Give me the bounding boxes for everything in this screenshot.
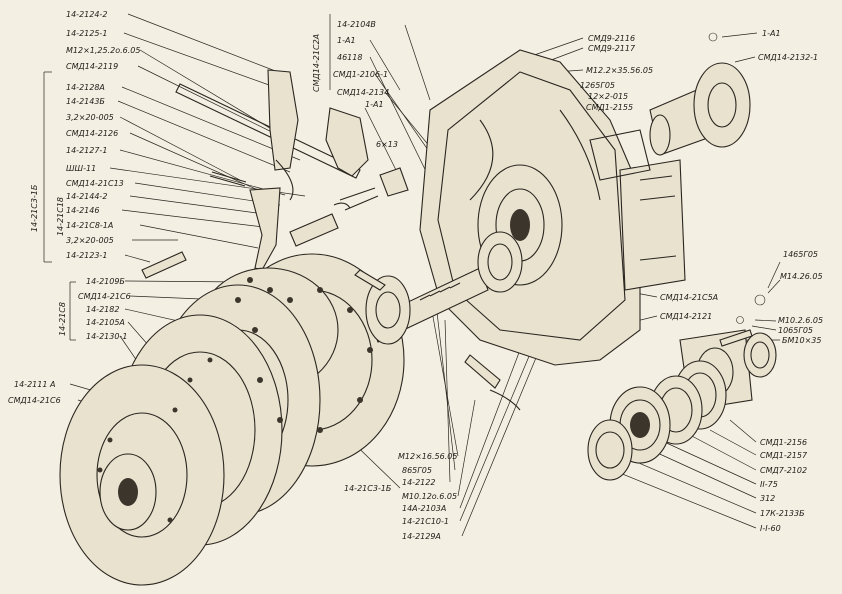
- part-label: М12.2×35.56.05: [586, 66, 654, 75]
- part-label: ШШ-11: [66, 164, 97, 173]
- part-label: 14-2109Б: [86, 277, 125, 286]
- part-label: 312: [760, 494, 776, 503]
- bearing-seal-stack: [587, 294, 777, 481]
- part-label: 14-21С8-1А: [66, 221, 114, 230]
- part-label: СМД9-2117: [588, 44, 636, 53]
- part-label: СМД1-2155: [586, 103, 634, 112]
- part-label: СМД14-21С6: [78, 292, 131, 301]
- part-label: II-75: [760, 480, 778, 489]
- part-label: 3,2×20-005: [66, 113, 114, 122]
- part-label: 1-А1: [762, 29, 781, 38]
- part-label: М12×1,25.2о.6.05: [66, 46, 141, 55]
- clutch-discs: [59, 253, 405, 586]
- part-label: 1265Г05: [580, 81, 615, 90]
- bottom-leader-lines: [339, 299, 561, 537]
- part-label: 865Г05: [402, 466, 432, 475]
- part-label: 3,2×20-005: [66, 236, 114, 245]
- group-label: 14-21С8: [58, 302, 67, 336]
- input-shaft: [365, 231, 523, 345]
- part-label: 14-2125-1: [66, 29, 108, 38]
- part-label: СМД14-21С13: [66, 179, 124, 188]
- part-label: 14-21С10-1: [402, 517, 449, 526]
- part-label: 14-2146: [66, 206, 100, 215]
- part-label: 14-2111 А: [14, 380, 56, 389]
- part-label: М10.2.6.05: [778, 316, 824, 325]
- part-label: М10.12о.6.05: [402, 492, 458, 501]
- part-label: 14-2143Б: [66, 97, 105, 106]
- part-label: 14-2129А: [402, 532, 441, 541]
- part-label: 14-2130-1: [86, 332, 128, 341]
- part-label: 14-21С3-1Б: [344, 484, 392, 493]
- part-label: М12×16.56.05: [398, 452, 458, 461]
- part-label: 1465Г05: [783, 250, 818, 259]
- part-label: 17К-2133Б: [760, 509, 805, 518]
- part-label: СМД14-21С5А: [660, 293, 719, 302]
- part-label: СМД1-2106-1: [333, 70, 389, 79]
- part-label: 14-2127-1: [66, 146, 108, 155]
- part-label: 14-2144-2: [66, 192, 108, 201]
- part-label: СМД1-2156: [760, 438, 808, 447]
- part-label: 1-А1: [365, 100, 384, 109]
- part-label: СМД14-2126: [66, 129, 119, 138]
- part-label: БМ10×35: [782, 336, 822, 345]
- part-label: СМД14-2132-1: [758, 53, 819, 62]
- part-label: 46118: [337, 53, 363, 62]
- part-label: 14А-2103А: [402, 504, 447, 513]
- part-label: 14-2104В: [337, 20, 376, 29]
- part-label: 14-2128А: [66, 83, 105, 92]
- part-label: 14-2124-2: [66, 10, 108, 19]
- rear-housing: [589, 62, 751, 291]
- group-label: 14-21С3-1Б: [30, 184, 39, 232]
- part-label: СМД14-2121: [660, 312, 713, 321]
- shift-forks: [141, 69, 409, 279]
- part-label: 12×2-015: [588, 92, 629, 101]
- part-label: 1065Г05: [778, 326, 813, 335]
- part-label: СМД14-2134: [337, 88, 390, 97]
- part-label: СМД7-2102: [760, 466, 808, 475]
- part-label: I-I-60: [760, 524, 781, 533]
- part-label: 1-А1: [337, 36, 356, 45]
- group-brackets: [43, 14, 331, 341]
- part-label: 14-2123-1: [66, 251, 108, 260]
- part-label: СМД9-2116: [588, 34, 636, 43]
- part-label: СМД1-2157: [760, 451, 808, 460]
- part-label: СМД14-21С6: [8, 396, 61, 405]
- part-label: 14-2105А: [86, 318, 125, 327]
- part-label: 14-2182: [86, 305, 120, 314]
- part-label: СМД14-2119: [66, 62, 119, 71]
- group-label: СМД14-21С2А: [312, 33, 321, 92]
- part-label: М14.26.05: [780, 272, 823, 281]
- small-hardware: [354, 32, 718, 411]
- part-label: 6×13: [376, 140, 398, 149]
- group-label: 14-21С18: [56, 196, 65, 236]
- part-label: 14-2122: [402, 478, 436, 487]
